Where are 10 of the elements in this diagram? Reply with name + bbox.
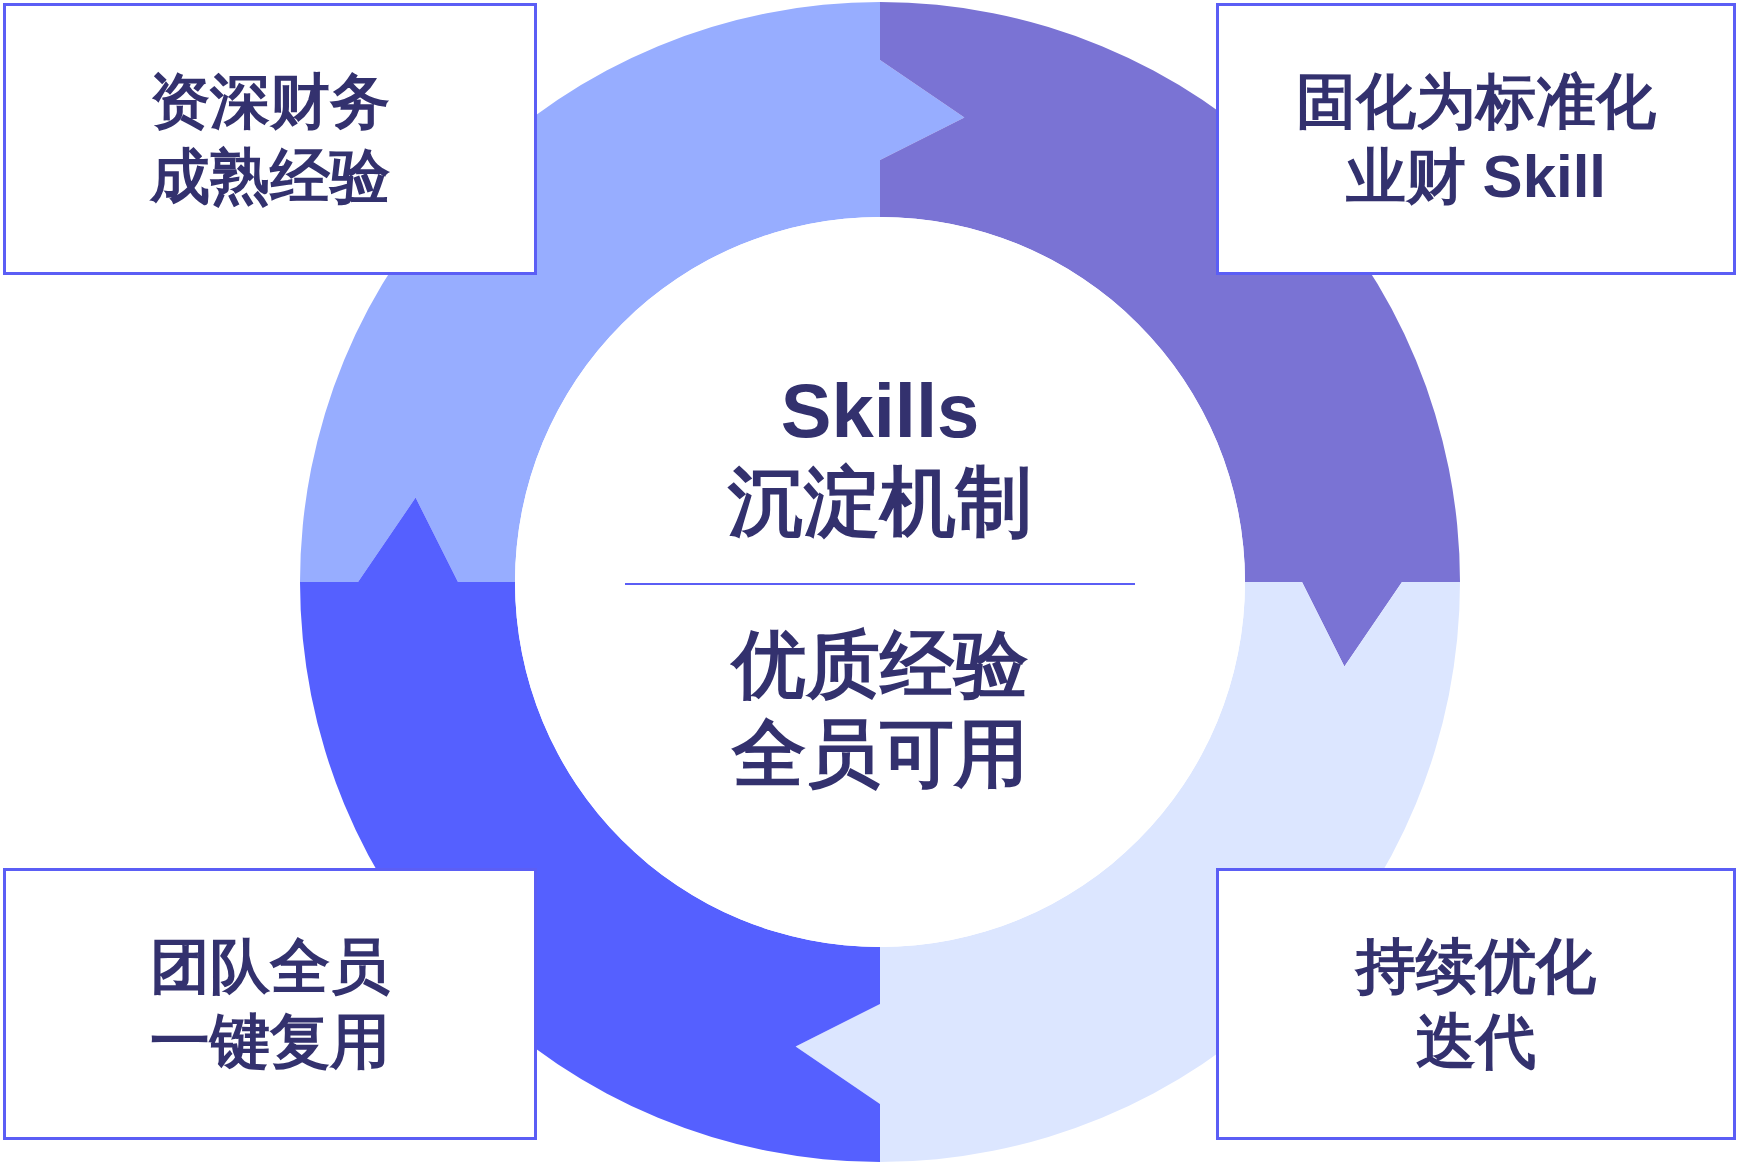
box-text: 团队全员一键复用 — [149, 932, 391, 1077]
box-text: 持续优化迭代 — [1353, 932, 1597, 1077]
box-text: 资深财务成熟经验 — [148, 67, 391, 212]
box-text: 固化为标准化业财 Skill — [1295, 67, 1657, 212]
center-title: Skills 沉淀机制 — [726, 367, 1033, 547]
text-box — [1216, 868, 1736, 1140]
center-text: 优质经验全员可用 — [729, 622, 1029, 798]
text-box — [3, 868, 537, 1140]
text-box — [1216, 3, 1736, 275]
text-box — [3, 3, 537, 275]
